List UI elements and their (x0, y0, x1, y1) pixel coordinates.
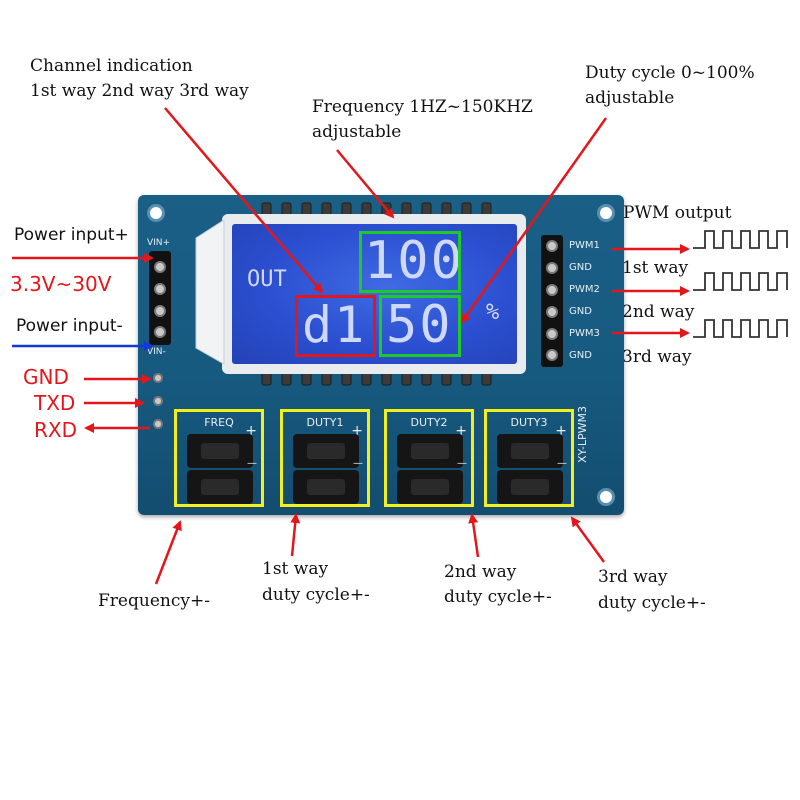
rxd-label: RXD (34, 418, 77, 442)
voltage-range-label: 3.3V~30V (10, 272, 112, 296)
pin-label-gnd2: GND (569, 306, 592, 317)
pwm-output-header (541, 235, 563, 367)
pwm3-waveform (693, 319, 788, 338)
plus-silkscreen: + (455, 423, 467, 439)
way3-label: 3rd way (622, 347, 692, 367)
way2-label: 2nd way (622, 302, 695, 322)
pin-label-pwm2: PWM2 (569, 284, 600, 295)
duty-adjustable-label: adjustable (585, 88, 675, 108)
duty2-button-arrow (468, 513, 480, 558)
pwm-output-label: PWM output (623, 203, 732, 223)
duty2-button-block: DUTY2 + — (384, 409, 474, 507)
txd-pad (153, 396, 163, 406)
pin-label-gnd3: GND (569, 350, 592, 361)
lcd-out-indicator: OUT (247, 267, 287, 292)
minus-silkscreen: — (247, 458, 257, 469)
plus-silkscreen: + (555, 423, 567, 439)
header-pin (546, 262, 558, 274)
duty1-silkscreen: DUTY1 (306, 416, 344, 429)
duty-arrow (460, 117, 608, 324)
frequency-arrow (336, 149, 395, 219)
header-pin (154, 326, 166, 338)
pin-label-gnd1: GND (569, 262, 592, 273)
mounting-hole (597, 204, 615, 222)
channel-indication-label: Channel indication (30, 56, 193, 76)
frequency-adjustable-label: adjustable (312, 122, 402, 142)
pwm2-waveform (693, 272, 788, 291)
mounting-hole (597, 488, 615, 506)
duty-highlight-box (379, 295, 461, 357)
duty1-way-label: 1st way (262, 559, 329, 579)
txd-label: TXD (34, 391, 76, 415)
lcd-channel-readout: d1 (302, 296, 367, 354)
duty-range-label: Duty cycle 0~100% (585, 63, 755, 83)
duty3-button-arrow (570, 516, 606, 563)
channel-highlight-box (295, 295, 376, 357)
freq-minus-button[interactable] (187, 470, 253, 504)
duty3-minus-button[interactable] (497, 470, 563, 504)
pin-label-pwm3: PWM3 (569, 328, 600, 339)
freq-button-arrow (154, 520, 182, 585)
power-input-header (149, 251, 171, 345)
mounting-hole (147, 204, 165, 222)
duty1-minus-button[interactable] (293, 470, 359, 504)
minus-silkscreen: — (557, 458, 567, 469)
vin-plus-silkscreen: VIN+ (147, 238, 171, 248)
frequency-highlight-box (359, 231, 461, 293)
lcd-frequency-readout: 100 (364, 231, 464, 291)
gnd-label: GND (23, 365, 69, 389)
header-pin (546, 306, 558, 318)
duty3-way-label: 3rd way (598, 567, 668, 587)
freq-plus-button[interactable] (187, 434, 253, 468)
duty3-button-block: DUTY3 + — (484, 409, 574, 507)
power-input-minus-label: Power input- (16, 316, 123, 336)
plus-silkscreen: + (245, 423, 257, 439)
header-pin (154, 283, 166, 295)
frequency-range-label: Frequency 1HZ~150KHZ (312, 97, 533, 117)
header-pin (546, 240, 558, 252)
lcd-percent-sign: % (486, 300, 500, 325)
duty2-minus-button[interactable] (397, 470, 463, 504)
channel-arrow (164, 107, 324, 294)
freq-silkscreen: FREQ (204, 416, 234, 429)
vin-minus-silkscreen: VIN- (147, 347, 166, 357)
duty1-pm-label: duty cycle+- (262, 585, 370, 605)
header-pin (546, 349, 558, 361)
channel-ways-label: 1st way 2nd way 3rd way (30, 81, 249, 101)
lcd-duty-readout: 50 (386, 295, 453, 355)
duty1-plus-button[interactable] (293, 434, 359, 468)
duty2-pm-label: duty cycle+- (444, 587, 552, 607)
pin-label-pwm1: PWM1 (569, 240, 600, 251)
header-pin (546, 284, 558, 296)
duty3-pm-label: duty cycle+- (598, 593, 706, 613)
duty3-silkscreen: DUTY3 (510, 416, 548, 429)
power-input-plus-label: Power input+ (14, 225, 129, 245)
duty2-plus-button[interactable] (397, 434, 463, 468)
duty2-way-label: 2nd way (444, 562, 517, 582)
way1-label: 1st way (622, 258, 689, 278)
header-pin (154, 261, 166, 273)
minus-silkscreen: — (457, 458, 467, 469)
plus-silkscreen: + (351, 423, 363, 439)
duty1-button-arrow (290, 513, 301, 557)
duty2-silkscreen: DUTY2 (410, 416, 448, 429)
header-pin (154, 305, 166, 317)
header-pin (546, 328, 558, 340)
pwm1-waveform (693, 230, 788, 249)
rxd-pad (153, 419, 163, 429)
duty3-plus-button[interactable] (497, 434, 563, 468)
duty1-button-block: DUTY1 + — (280, 409, 370, 507)
minus-silkscreen: — (353, 458, 363, 469)
gnd-pad (153, 373, 163, 383)
frequency-pm-label: Frequency+- (98, 591, 210, 611)
freq-button-block: FREQ + — (174, 409, 264, 507)
